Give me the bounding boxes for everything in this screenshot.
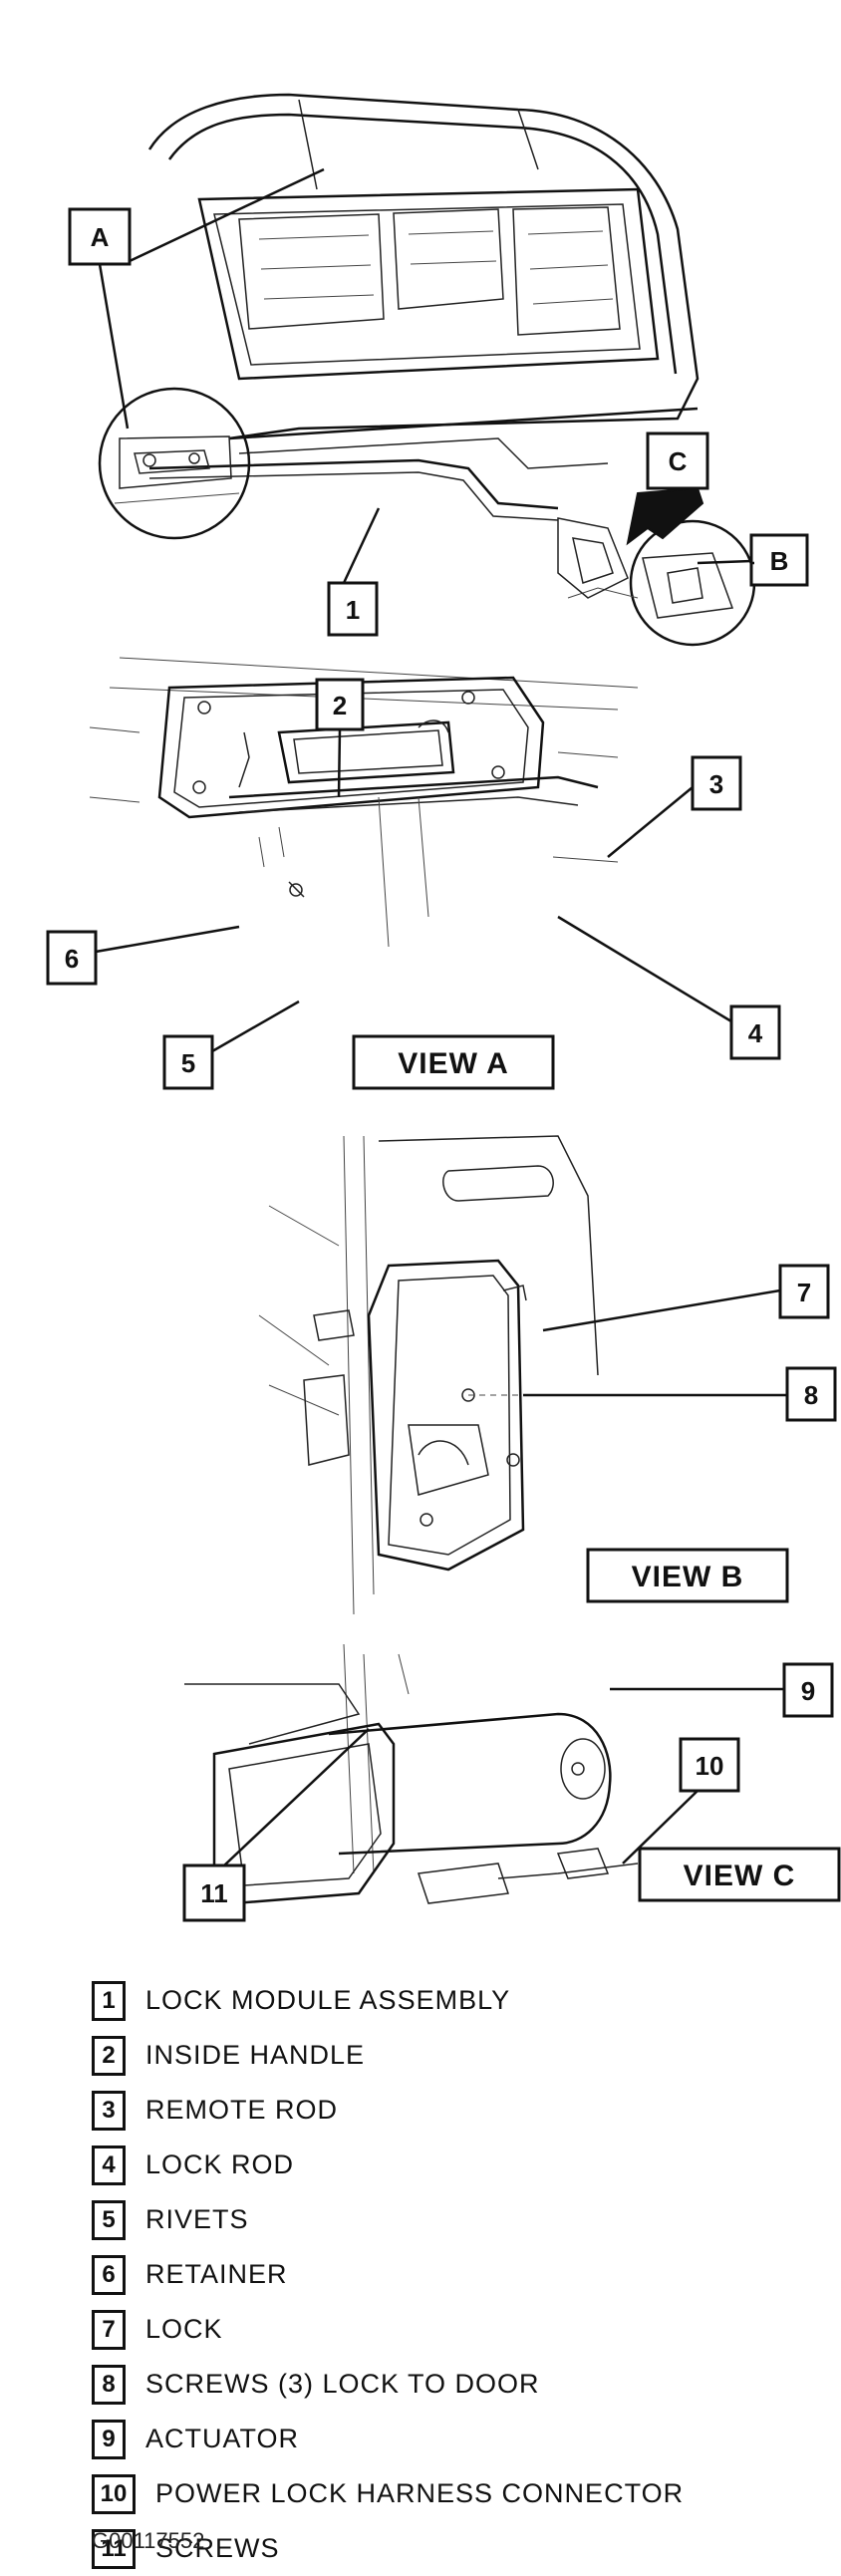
callout-8-label: 8: [804, 1380, 818, 1410]
view-c-box: [638, 1847, 841, 1902]
legend-number: 3: [92, 2090, 126, 2131]
legend-label: POWER LOCK HARNESS CONNECTOR: [155, 2478, 685, 2508]
legend-item: 7 LOCK: [92, 2302, 809, 2357]
legend-label: LOCK ROD: [145, 2149, 295, 2179]
callout-4-box: [729, 1004, 781, 1060]
legend-number: 1: [92, 1980, 126, 2021]
callout-1-label: 1: [346, 595, 360, 625]
leader-7: [542, 1288, 781, 1332]
callout-c-label: C: [669, 446, 688, 476]
legend-label: SCREWS (3) LOCK TO DOOR: [145, 2369, 540, 2399]
view-b-label: VIEW B: [632, 1561, 744, 1593]
view-a-label: VIEW A: [398, 1047, 509, 1080]
callout-6-box: [46, 930, 98, 986]
leader-10: [622, 1790, 699, 1864]
legend-number: 2: [92, 2035, 126, 2076]
leader-a-2: [129, 167, 325, 263]
callout-9-box: [782, 1662, 834, 1718]
callout-7-label: 7: [797, 1278, 811, 1307]
legend-number: 8: [92, 2364, 126, 2405]
callout-c-box: [646, 431, 709, 490]
callout-2-box: [315, 678, 365, 731]
legend-item: 5 RIVETS: [92, 2192, 809, 2247]
legend-item: 4 LOCK ROD: [92, 2138, 809, 2192]
callout-2-label: 2: [333, 691, 347, 720]
callout-5-box: [162, 1034, 214, 1090]
door-overview-illustration: [147, 93, 700, 521]
callout-6-label: 6: [65, 944, 79, 974]
leader-a-1: [98, 263, 130, 429]
door-lock-diagram: A C B 1: [46, 93, 841, 1922]
legend-number: 7: [92, 2309, 126, 2350]
legend-label: LOCK MODULE ASSEMBLY: [145, 1985, 511, 2015]
view-b-box: [586, 1548, 789, 1603]
legend-label: LOCK: [145, 2314, 223, 2344]
leader-5: [211, 1000, 300, 1053]
legend-label: SCREWS: [155, 2533, 280, 2563]
detail-circle-a: [98, 387, 251, 540]
legend-number: 11: [92, 2528, 136, 2569]
callout-10-label: 10: [696, 1751, 724, 1781]
callout-3-box: [691, 755, 742, 811]
callout-5-label: 5: [181, 1048, 195, 1078]
view-b-illustration: [258, 1135, 599, 1615]
callout-9-label: 9: [801, 1676, 815, 1706]
leader-11: [223, 1728, 370, 1866]
callout-b-box: [749, 533, 809, 587]
leader-4: [557, 915, 732, 1023]
callout-11-box: [182, 1863, 246, 1922]
legend-number: 9: [92, 2419, 126, 2459]
legend-item: 8 SCREWS (3) LOCK TO DOOR: [92, 2357, 809, 2412]
legend-label: INSIDE HANDLE: [145, 2040, 366, 2070]
callout-a-label: A: [91, 222, 110, 252]
callout-b-label: B: [770, 546, 789, 576]
legend-label: REMOTE ROD: [145, 2095, 339, 2125]
view-c-illustration: [184, 1643, 639, 1905]
callout-3-label: 3: [709, 769, 723, 799]
legend-item: 11 SCREWS: [92, 2521, 809, 2576]
legend-item: 3 REMOTE ROD: [92, 2083, 809, 2138]
legend-item: 9 ACTUATOR: [92, 2412, 809, 2466]
leader-b: [697, 559, 752, 565]
figure-code: G00117552: [92, 2528, 205, 2553]
view-a-box: [352, 1034, 555, 1090]
callout-11-label: 11: [200, 1878, 228, 1908]
callout-10-box: [679, 1737, 740, 1793]
view-c-label: VIEW C: [684, 1860, 796, 1892]
legend-item: 2 INSIDE HANDLE: [92, 2028, 809, 2083]
legend-label: RETAINER: [145, 2259, 288, 2289]
legend-label: RIVETS: [145, 2204, 249, 2234]
leader-2: [337, 728, 342, 798]
callout-8-box: [785, 1366, 837, 1422]
leader-3: [607, 786, 694, 858]
legend-number: 6: [92, 2254, 126, 2295]
callout-1-box: [327, 581, 379, 637]
legend-label: ACTUATOR: [145, 2424, 300, 2453]
detail-circle-b: [567, 519, 756, 647]
legend-item: 10 POWER LOCK HARNESS CONNECTOR: [92, 2466, 809, 2521]
leader-1: [342, 507, 381, 584]
callout-4-label: 4: [748, 1018, 763, 1048]
leader-6: [95, 925, 240, 954]
actuator-area-c: [557, 517, 629, 599]
legend-number: 5: [92, 2199, 126, 2240]
legend-item: 6 RETAINER: [92, 2247, 809, 2302]
legend-number: 10: [92, 2473, 136, 2514]
legend-item: 1 LOCK MODULE ASSEMBLY: [92, 1973, 809, 2028]
callout-7-box: [778, 1264, 830, 1319]
arrow-c-icon: [626, 486, 704, 546]
legend-number: 4: [92, 2145, 126, 2185]
